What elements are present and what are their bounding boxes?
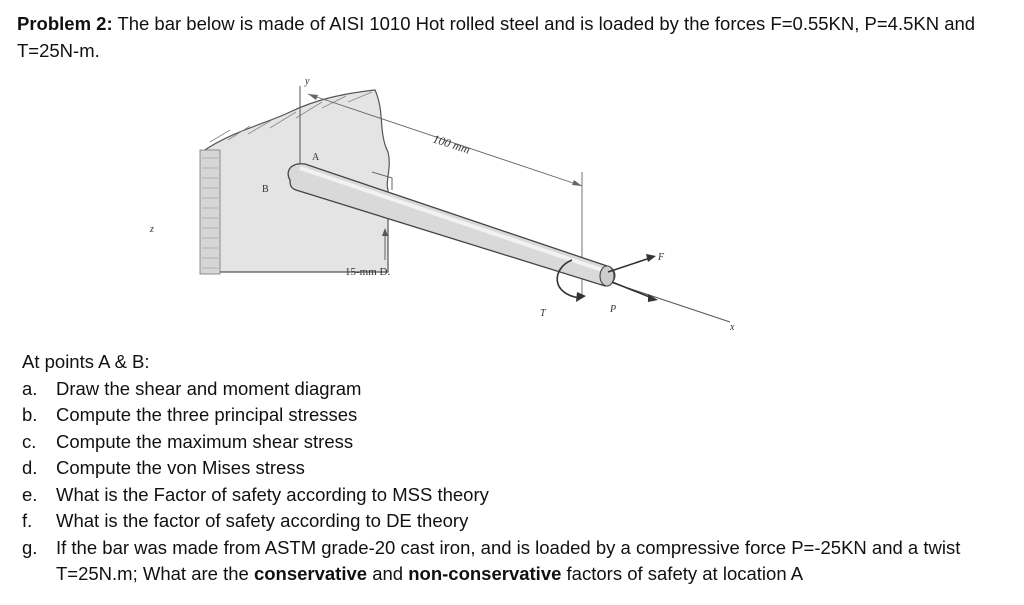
item-letter: b. — [22, 404, 38, 425]
question-list: At points A & B: a. Draw the shear and m… — [22, 349, 1012, 588]
bar-loading-figure: y z x 100 mm A B 15-mm D. T F — [140, 72, 780, 342]
bar — [287, 163, 616, 287]
item-text: What is the factor of safety according t… — [56, 510, 469, 531]
point-B-label: B — [262, 184, 269, 195]
wall-base — [199, 149, 221, 275]
torque-arrow — [556, 259, 581, 299]
item-text: Draw the shear and moment diagram — [56, 377, 362, 399]
length-dimension-label: 100 mm — [431, 132, 472, 157]
bar-end — [599, 265, 615, 287]
dimension-line — [307, 93, 583, 187]
list-item: c. Compute the maximum shear stress — [22, 429, 1012, 456]
force-F-arrow — [607, 257, 651, 273]
item-text: What is the Factor of safety according t… — [56, 483, 489, 505]
item-text: Compute the three principal stresses — [56, 404, 358, 425]
problem-label: Problem 2: — [17, 13, 113, 34]
list-item: a. Draw the shear and moment diagram — [22, 376, 1012, 403]
z-axis-label: z — [149, 224, 154, 235]
force-P-arrow — [611, 281, 653, 299]
item-text: Compute the von Mises stress — [56, 457, 305, 478]
item-letter: a. — [22, 377, 38, 399]
list-item: b. Compute the three principal stresses — [22, 402, 1012, 429]
bar-diagram: y z x 100 mm A B 15-mm D. T F — [149, 76, 735, 333]
item-letter: d. — [22, 457, 38, 478]
problem-statement: Problem 2: The bar below is made of AISI… — [17, 10, 1017, 64]
y-axis-label: y — [304, 76, 310, 87]
list-item-g: g. If the bar was made from ASTM grade-2… — [22, 535, 1012, 588]
problem-text: The bar below is made of AISI 1010 Hot r… — [17, 13, 976, 61]
force-P-label: P — [609, 304, 616, 315]
conservative-term: conservative — [253, 563, 368, 584]
list-item: e. What is the Factor of safety accordin… — [22, 482, 1012, 509]
list-item: d. Compute the von Mises stress — [22, 455, 1012, 482]
item-text: Compute the maximum shear stress — [56, 430, 354, 452]
non-conservative-term: non-conservative — [408, 563, 562, 584]
item-letter: f. — [22, 510, 33, 531]
item-letter: g. — [22, 536, 38, 558]
item-letter: c. — [22, 430, 37, 452]
x-axis-label: x — [729, 322, 735, 333]
diameter-label: 15-mm D. — [345, 266, 390, 278]
item-g-text-part2: and — [367, 563, 409, 584]
questions-intro: At points A & B: — [22, 351, 150, 372]
item-g-text-part1: If the bar was made from ASTM grade-20 c… — [56, 536, 961, 585]
force-F-label: F — [657, 252, 665, 263]
list-item: f. What is the factor of safety accordin… — [22, 508, 1012, 535]
torque-label: T — [540, 308, 547, 319]
item-g-text-part3: factors of safety at location A — [561, 563, 804, 584]
item-letter: e. — [22, 483, 38, 505]
point-A-label: A — [312, 152, 320, 163]
item-text: If the bar was made from ASTM grade-20 c… — [56, 535, 1012, 588]
